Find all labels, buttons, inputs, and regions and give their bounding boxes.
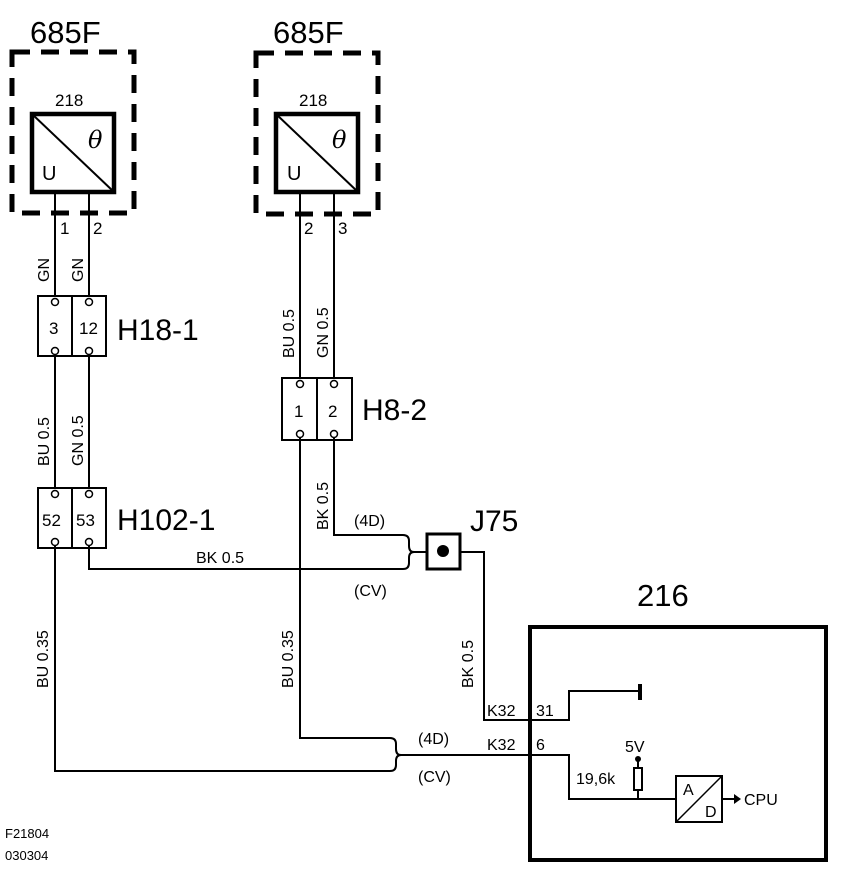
zone-boundary-right — [253, 50, 381, 217]
ecu-box — [528, 625, 828, 862]
resistor-icon — [633, 767, 643, 791]
sensor-diagonal-right — [275, 113, 359, 193]
pin-label-right-2: 2 — [304, 219, 313, 238]
variant-brace-upper: (4D) (CV) — [354, 513, 432, 600]
h18-pin-3: 3 — [49, 319, 58, 338]
wire-h8-bu — [299, 438, 390, 739]
wire-j75-ecu — [460, 551, 530, 721]
cpu-label: CPU — [744, 792, 778, 809]
connector-j75: J75 — [425, 505, 518, 571]
supply-node-icon — [635, 756, 641, 762]
wire-label-h8-bk: BK 0.5 — [315, 482, 332, 530]
variant-lower-cv: (CV) — [418, 769, 451, 786]
pin-label-left-1: 1 — [60, 219, 69, 238]
wire-label-h102-bu: BU 0.35 — [35, 630, 52, 688]
wire-label-j75-bk: BK 0.5 — [460, 640, 477, 688]
h8-pin-2: 2 — [328, 402, 337, 421]
ecu-pin31-connector: K32 — [487, 703, 516, 720]
h102-pin-53: 53 — [76, 511, 95, 530]
sensor-theta-label-left: θ — [88, 126, 103, 154]
h102-pin-52: 52 — [42, 511, 61, 530]
wire-h102-bu — [54, 546, 390, 772]
ecu-ground-line — [530, 690, 640, 721]
sensor-218-left: 685F 218 U θ — [9, 15, 137, 216]
figure-ref: F21804 — [5, 826, 49, 841]
ecu-pin6-number: 6 — [536, 737, 545, 754]
wire-label-h18-gn: GN 0.5 — [70, 415, 87, 466]
wire-color-right-2: BU 0.5 — [281, 309, 298, 358]
resistor-value: 19,6k — [576, 771, 616, 788]
adc-label-a: A — [683, 782, 694, 799]
variant-lower-4d: (4D) — [418, 731, 449, 748]
h18-label: H18-1 — [117, 314, 199, 347]
sensor-diagonal-left — [31, 113, 115, 193]
wire-color-left-1: GN — [36, 258, 53, 282]
adc-label-d: D — [705, 804, 717, 821]
variant-brace-lower: (4D) (CV) — [389, 731, 530, 786]
wire-h102-bk — [88, 546, 403, 570]
pin-label-left-2: 2 — [93, 219, 102, 238]
connector-h18-1: 3 12 H18-1 — [37, 295, 199, 357]
wire-label-h18-bu: BU 0.5 — [36, 417, 53, 466]
sensor-body-left — [29, 111, 117, 195]
sensor-id-left: 218 — [55, 91, 83, 110]
ecu-pin6-connector: K32 — [487, 737, 516, 754]
variant-upper-4d: (4D) — [354, 513, 385, 530]
sensor-u-label-right: U — [287, 163, 301, 185]
wire-label-h102-bk: BK 0.5 — [196, 550, 244, 567]
j75-label: J75 — [470, 505, 518, 538]
wire-label-h8-bu: BU 0.35 — [280, 630, 297, 688]
zone-label-left: 685F — [30, 15, 101, 50]
ecu-216: 216 K32 31 K32 6 5V 19,6k A D CPU — [487, 578, 828, 862]
sensor-body-right — [273, 111, 361, 195]
pin-label-right-3: 3 — [338, 219, 347, 238]
ecu-signal-line — [530, 754, 676, 800]
h18-pin-12: 12 — [79, 319, 98, 338]
sensor-u-label-left: U — [42, 163, 56, 185]
zone-boundary-left — [9, 49, 137, 216]
ecu-pin31-number: 31 — [536, 703, 554, 720]
wire-h8-bk — [333, 438, 403, 536]
wire-color-left-2: GN — [70, 258, 87, 282]
sensor-218-right: 685F 218 U θ — [253, 15, 381, 217]
sensor-id-right: 218 — [299, 91, 327, 110]
h8-label: H8-2 — [362, 394, 427, 427]
zone-label-right: 685F — [273, 15, 344, 50]
ecu-label: 216 — [637, 578, 689, 613]
wire-color-right-3: GN 0.5 — [315, 307, 332, 358]
connector-h102-1: 52 53 H102-1 — [37, 487, 215, 549]
connector-h8-2: 1 2 H8-2 — [281, 377, 427, 441]
variant-upper-cv: (CV) — [354, 583, 387, 600]
arrow-right-icon — [734, 794, 741, 804]
sensor-theta-label-right: θ — [332, 126, 347, 154]
adc-diagonal — [675, 775, 723, 823]
date-ref: 030304 — [5, 848, 48, 863]
h102-label: H102-1 — [117, 504, 215, 537]
supply-label: 5V — [625, 739, 645, 756]
h8-pin-1: 1 — [294, 402, 303, 421]
